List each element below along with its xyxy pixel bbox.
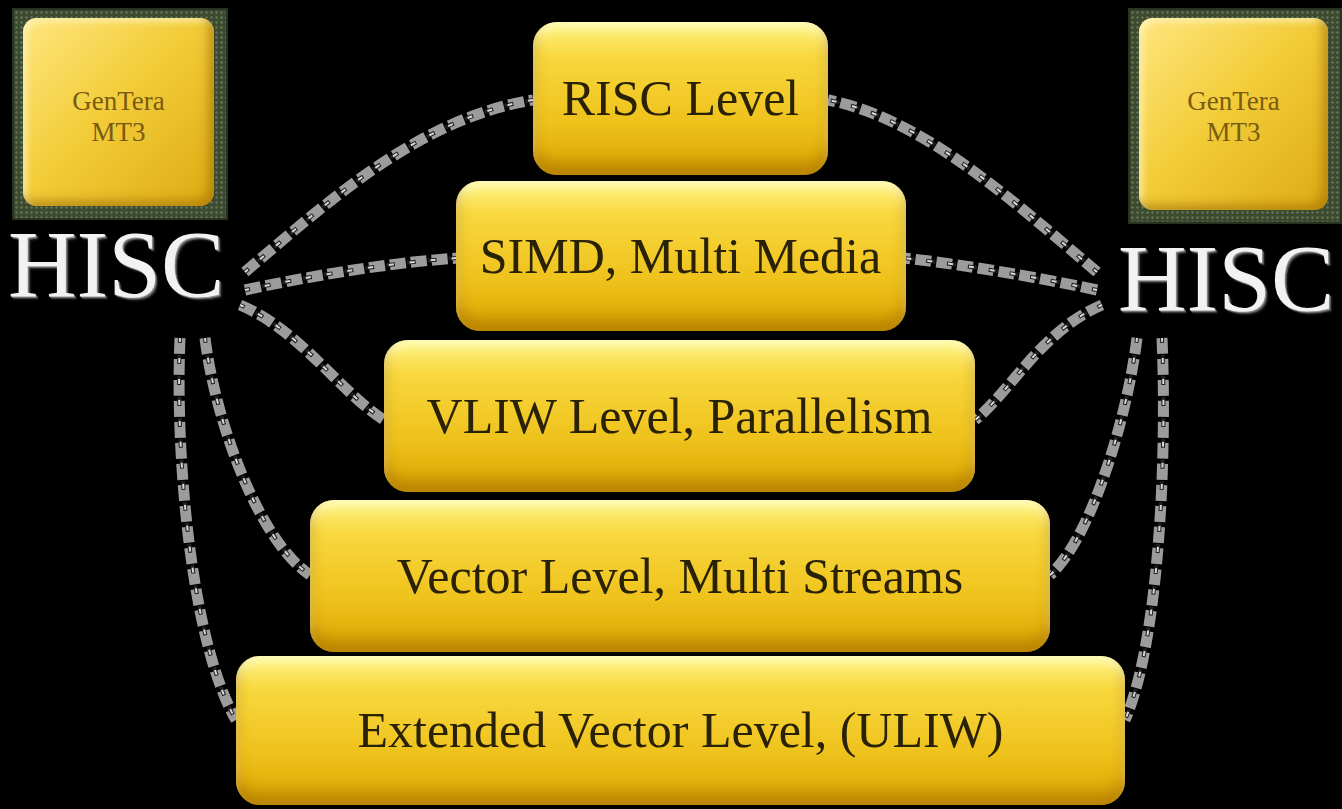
chip-package: GenTera MT3 — [12, 8, 228, 220]
chip-package: GenTera MT3 — [1128, 8, 1342, 224]
level-label: Vector Level, Multi Streams — [397, 549, 964, 604]
level-box: VLIW Level, Parallelism — [384, 340, 975, 492]
level-box: RISC Level — [533, 22, 828, 175]
chain — [179, 100, 1163, 720]
level-box: SIMD, Multi Media — [456, 181, 906, 331]
level-label: RISC Level — [562, 71, 799, 126]
level-box: Vector Level, Multi Streams — [310, 500, 1050, 652]
chip-die: GenTera MT3 — [1139, 18, 1328, 210]
level-label: SIMD, Multi Media — [480, 229, 881, 284]
level-label: Extended Vector Level, (ULIW) — [357, 703, 1003, 758]
chip-label: GenTera MT3 — [54, 86, 184, 148]
level-label: VLIW Level, Parallelism — [427, 389, 933, 444]
chip-label: GenTera MT3 — [1169, 86, 1299, 148]
architecture-label: HISC — [8, 218, 224, 313]
level-box: Extended Vector Level, (ULIW) — [236, 656, 1125, 805]
chip-die: GenTera MT3 — [23, 18, 214, 206]
architecture-label: HISC — [1118, 232, 1334, 327]
